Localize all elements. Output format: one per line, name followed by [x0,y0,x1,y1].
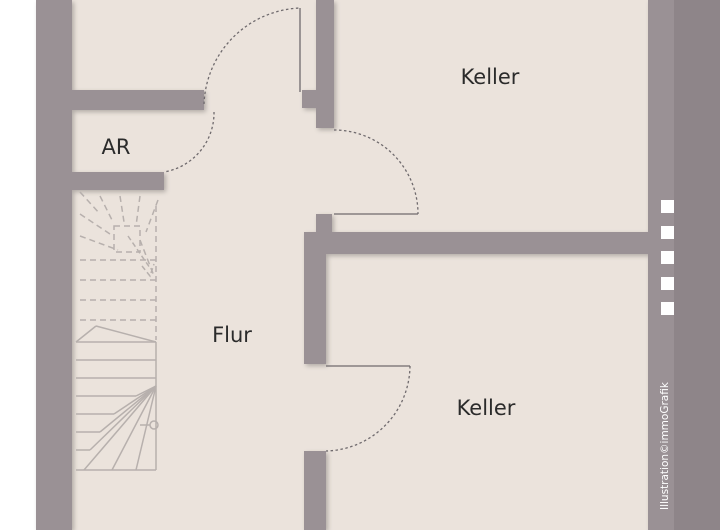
wall-ar-top [72,90,204,110]
stair-visible-steps [75,325,159,471]
wall-keller-top-left [316,0,334,128]
stair-direction-arrow [127,235,155,278]
outer-wall-right [648,0,674,530]
wall-keller-top-left-jamb [302,90,320,108]
staircase [75,191,159,471]
stair-hidden-steps [79,191,159,340]
door-swing-keller-bottom [325,365,411,452]
wall-keller-bottom-left-lower [304,451,326,530]
wall-ar-bottom-stub [150,172,164,190]
door-swing-ar [163,111,215,173]
outer-wall-left [36,0,72,530]
wall-keller-divider [304,232,648,254]
wall-keller-bottom-left-upper [304,232,326,364]
wall-ar-bottom [72,172,164,190]
room-label-ar: AR [102,135,131,159]
floor-area [72,0,648,530]
outer-wall-right-dark [674,0,720,530]
room-label-keller-bottom: Keller [457,396,516,420]
illustration-credit: Illustration©immoGrafik [659,381,671,510]
walls [36,0,720,530]
door-swings [163,7,419,452]
room-label-keller-top: Keller [461,65,520,89]
door-swing-keller-top [333,129,419,215]
wall-vent-squares [661,200,674,315]
room-label-flur: Flur [212,323,252,347]
wall-keller-divider-post [316,214,332,236]
